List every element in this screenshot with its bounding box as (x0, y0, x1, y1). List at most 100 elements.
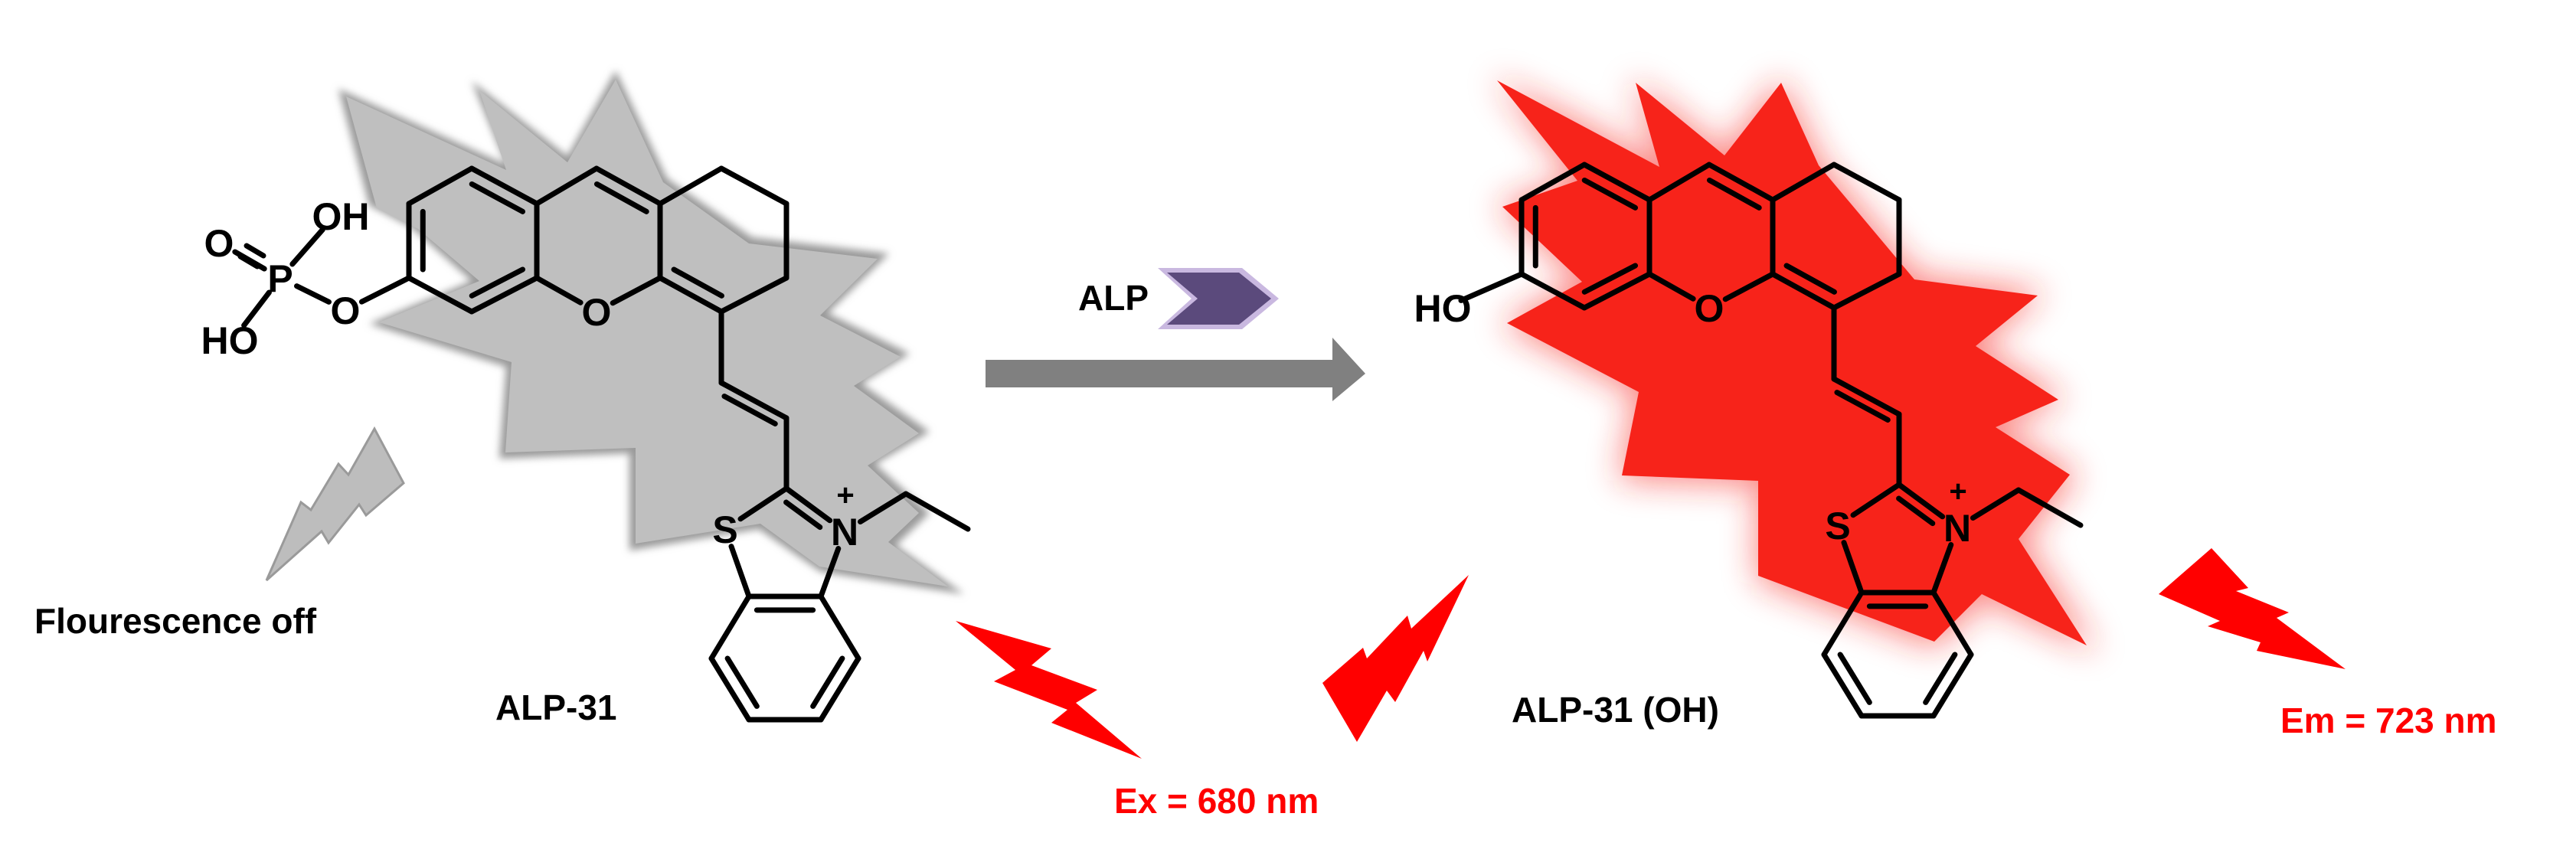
single-bond (737, 485, 789, 522)
double-bond-inner-line (1581, 177, 1639, 211)
double-bond (818, 655, 861, 723)
single-bond (534, 165, 600, 207)
double-bond (718, 380, 789, 421)
single-bond (857, 491, 909, 524)
double-bond (1821, 652, 1865, 719)
single-bond (241, 289, 272, 328)
gray-lightning-icon (265, 426, 405, 582)
single-bond (1646, 162, 1712, 203)
double-bond-inner-line (1581, 263, 1639, 295)
double-bond (1896, 482, 1946, 520)
single-bond (1831, 271, 1902, 311)
excitation-wavelength: Ex = 680 nm (1114, 781, 1319, 821)
single-bond (1646, 271, 1696, 302)
double-bond-inner-line (469, 266, 526, 299)
double-bond-inner-line (1783, 263, 1837, 295)
product-name: ALP-31 (OH) (1512, 690, 1719, 730)
excitation-lightning-icon-2 (1322, 575, 1469, 742)
single-bond (1518, 162, 1587, 203)
product-structure-alp-31-oh (1458, 162, 2084, 719)
double-bond (1831, 376, 1902, 417)
enzyme-label: ALP (1078, 278, 1149, 318)
double-bond-inner-line (593, 181, 649, 214)
emission-wavelength: Em = 723 nm (2280, 701, 2497, 740)
positive-charge: + (1949, 475, 1966, 508)
double-bond (657, 275, 724, 315)
single-bond (903, 491, 971, 532)
double-bond (593, 165, 663, 207)
single-bond (294, 283, 332, 305)
red-starburst (1492, 76, 2098, 653)
single-bond (358, 275, 412, 305)
double-bond (1930, 652, 1974, 719)
excitation-lightning-icon-1 (956, 621, 1142, 759)
single-bond (818, 546, 842, 599)
atom-hydroxyl-bottom: HO (201, 319, 259, 362)
single-bond (610, 275, 663, 306)
double-bond-inner-line (1706, 177, 1762, 211)
atom-nitrogen: N (1943, 507, 1971, 550)
double-bond (1581, 271, 1652, 311)
positive-charge: + (836, 479, 854, 512)
single-bond (1770, 162, 1837, 203)
single-bond (657, 165, 724, 207)
atom-ester-oxygen: O (331, 289, 361, 332)
double-bond (469, 165, 540, 207)
double-bond-inner-line (721, 394, 778, 426)
atom-nitrogen: N (831, 511, 858, 554)
double-bond (1581, 162, 1652, 203)
double-bond-inner-line (1834, 390, 1891, 423)
double-bond-inner-line (671, 266, 724, 299)
substrate-name: ALP-31 (495, 688, 616, 727)
double-bond-inner-line (1896, 495, 1936, 527)
double-bond-inner-line (1923, 652, 1958, 705)
substrate-structure-alp-31 (232, 165, 971, 723)
single-bond (1458, 271, 1525, 303)
single-bond (1841, 540, 1865, 596)
atom-sulfur: S (1825, 505, 1850, 547)
fluorescence-off-label: Flourescence off (34, 601, 317, 641)
single-bond (1518, 271, 1587, 311)
single-bond (1722, 271, 1776, 302)
double-bond-inner-line (469, 181, 526, 214)
alp-chevron-icon (1158, 268, 1279, 329)
single-bond (406, 165, 475, 207)
single-bond (1831, 162, 1902, 203)
emission-lightning-icon (2159, 548, 2346, 669)
single-bond (1821, 590, 1865, 658)
double-bond (1706, 162, 1776, 203)
single-bond (1850, 482, 1902, 518)
double-bond-second-line (237, 253, 260, 269)
single-bond (289, 227, 325, 267)
atom-hydroxyl: HO (1414, 287, 1472, 330)
single-bond (1970, 487, 2022, 521)
single-bond (1930, 542, 1954, 596)
double-bond-second-line (244, 243, 266, 259)
product-atom-labels: O HO S N + (1414, 287, 1972, 550)
double-bond-inner-line (810, 655, 845, 709)
single-bond (718, 275, 789, 315)
substrate-atom-labels: O O P O OH HO S N + (201, 195, 859, 554)
double-bond-inner-line (1837, 652, 1872, 705)
atom-ring-oxygen: O (1695, 287, 1724, 330)
double-bond (708, 655, 752, 723)
atom-oxo-oxygen: O (204, 222, 234, 265)
atom-phosphorus: P (267, 257, 293, 300)
single-bond (2015, 487, 2084, 528)
double-bond-inner-line (783, 499, 823, 531)
double-bond (469, 275, 540, 315)
single-bond (718, 165, 789, 207)
double-bond (783, 485, 833, 524)
atom-sulfur: S (712, 508, 737, 551)
single-bond (1930, 590, 1974, 658)
single-bond (406, 275, 475, 315)
single-bond (534, 275, 584, 305)
single-bond (728, 544, 752, 599)
single-bond (708, 593, 752, 661)
gray-starburst (338, 70, 964, 594)
double-bond-inner-line (724, 655, 760, 709)
atom-ring-oxygen: O (582, 291, 612, 334)
single-bond (818, 593, 861, 661)
